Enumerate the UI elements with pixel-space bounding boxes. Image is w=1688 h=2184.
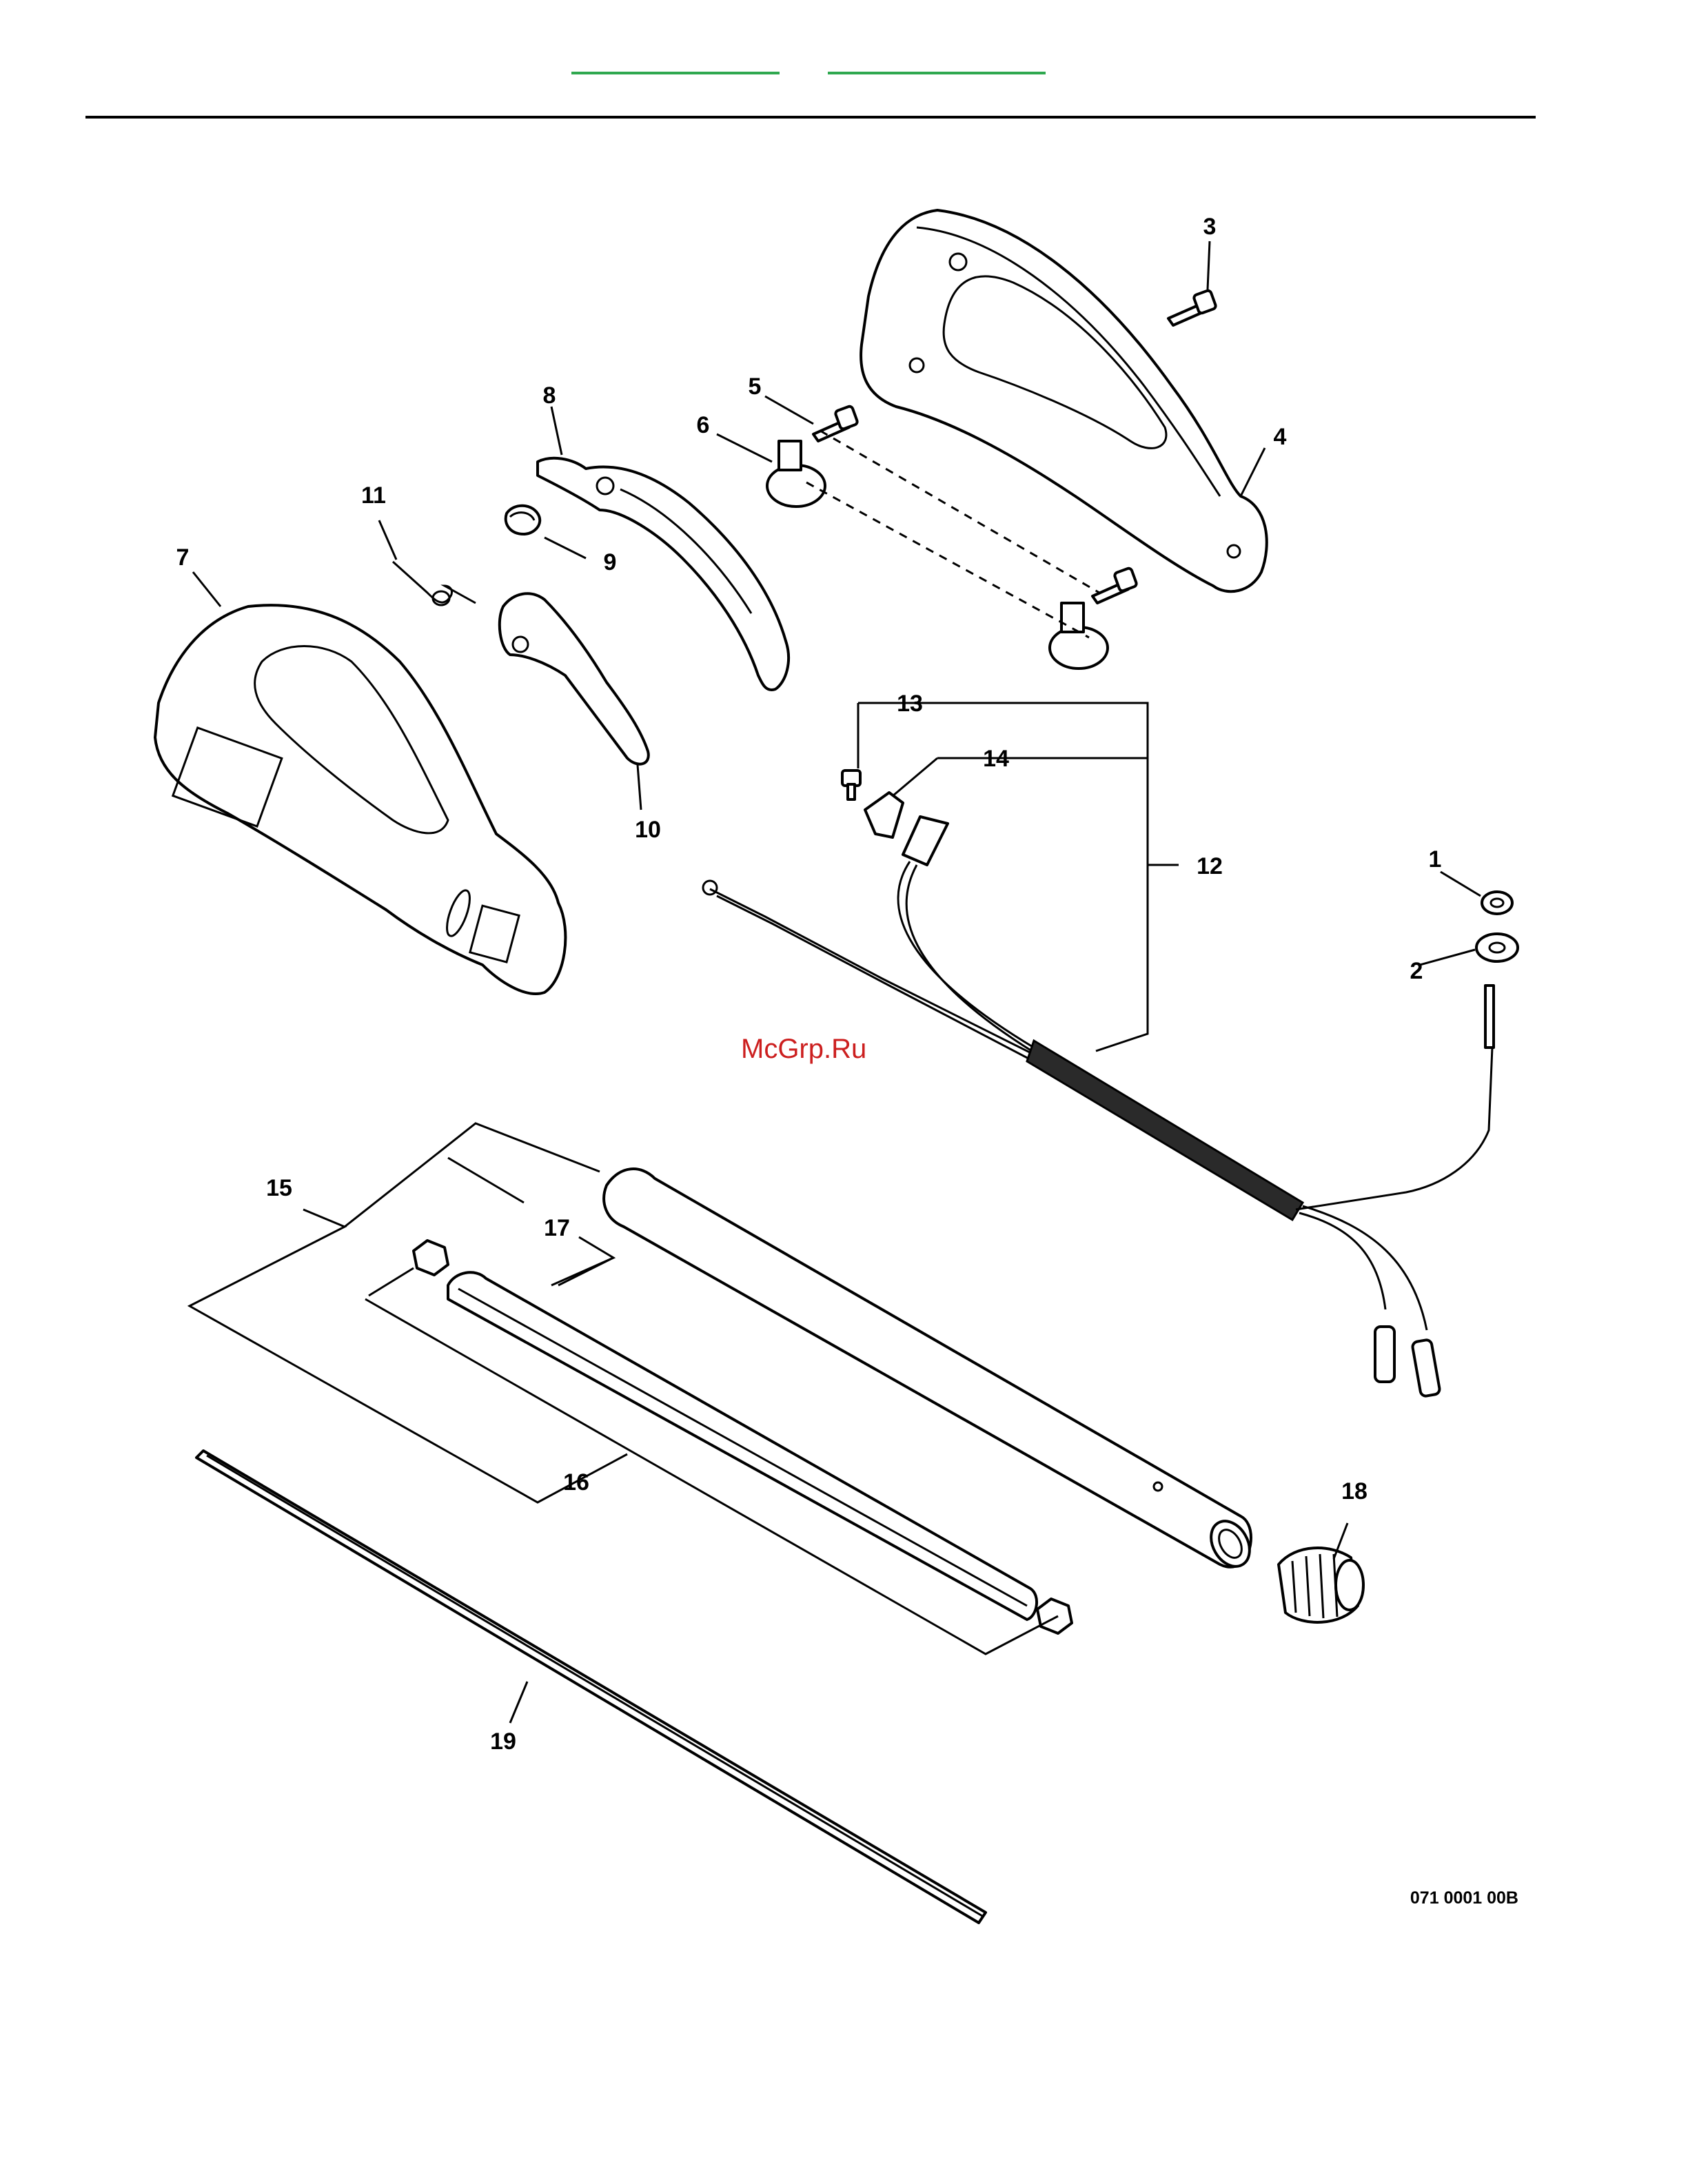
- part-2-nut: [1476, 934, 1518, 961]
- callout-10: 10: [635, 817, 661, 843]
- part-7-handle-half-front: [155, 605, 565, 994]
- callout-5: 5: [749, 374, 762, 400]
- callout-12: 12: [1197, 853, 1223, 879]
- callout-8: 8: [543, 382, 556, 409]
- callout-14: 14: [983, 746, 1009, 772]
- callout-18: 18: [1341, 1478, 1367, 1504]
- part-10-throttle-trigger: [500, 593, 649, 764]
- assembly-path-lower: [806, 482, 1089, 637]
- part-11-spring: [393, 562, 476, 605]
- callout-6: 6: [697, 412, 710, 438]
- callout-19: 19: [490, 1728, 516, 1755]
- part-5-screw-second: [1092, 567, 1137, 603]
- part-15-shaft-tube: [604, 1169, 1257, 1573]
- callout-17: 17: [544, 1215, 570, 1241]
- callout-1: 1: [1429, 846, 1442, 872]
- part-3-screw: [1168, 289, 1217, 325]
- callout-3: 3: [1203, 214, 1217, 240]
- callout-11: 11: [361, 482, 386, 509]
- part-9-spring: [506, 506, 540, 534]
- callout-16: 16: [563, 1469, 589, 1496]
- part-18-coupling: [1279, 1548, 1363, 1622]
- part-1-nut: [1482, 892, 1512, 914]
- callout-4: 4: [1274, 424, 1287, 450]
- callout-9: 9: [604, 549, 617, 575]
- part-4-handle-half-rear: [861, 210, 1267, 591]
- part-6-clamp-second: [1050, 603, 1108, 669]
- callout-15: 15: [266, 1175, 292, 1201]
- part-14-connector: [865, 793, 903, 837]
- callout-13: 13: [897, 691, 923, 717]
- part-17-liner: [414, 1241, 1072, 1633]
- callout-7: 7: [176, 544, 190, 571]
- drawing-code: 071 0001 00B: [1410, 1888, 1518, 1908]
- part-6-clamp: [767, 441, 825, 507]
- part-5-screw: [813, 405, 858, 441]
- callout-2: 2: [1410, 958, 1423, 984]
- part-13-screw: [842, 770, 860, 799]
- watermark-text: McGrp.Ru: [741, 1034, 866, 1065]
